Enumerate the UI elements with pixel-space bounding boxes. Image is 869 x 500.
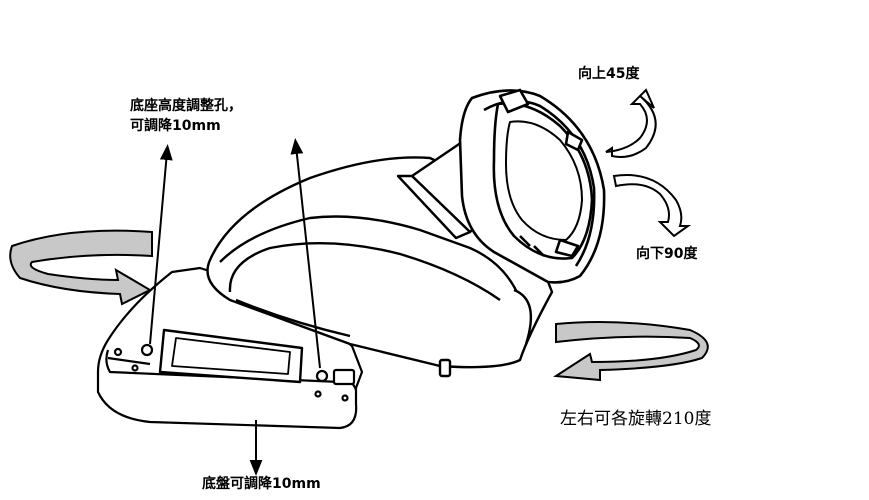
label-tray-lower: 底盤可調降10mm (202, 476, 321, 492)
base-hole-right (315, 369, 329, 383)
rotate-arrow-left (9, 229, 153, 306)
label-base-height-line2: 可調降10mm (130, 118, 221, 134)
label-tilt-down: 向下90度 (636, 246, 698, 262)
callout-arrows (149, 138, 321, 476)
tilt-down-arrow (612, 174, 692, 238)
label-tilt-up: 向上45度 (578, 66, 640, 82)
arrow-base-hole-right (290, 138, 321, 369)
label-rotate: 左右可各旋轉210度 (560, 409, 712, 429)
base-hole-left (140, 343, 154, 357)
tilt-up-arrow (605, 88, 657, 158)
arrow-base-hole-left (149, 144, 173, 345)
rotate-arrow-right (553, 321, 709, 382)
label-base-height-line1: 底座高度調整孔， (130, 98, 242, 114)
scanner-head (458, 88, 606, 284)
